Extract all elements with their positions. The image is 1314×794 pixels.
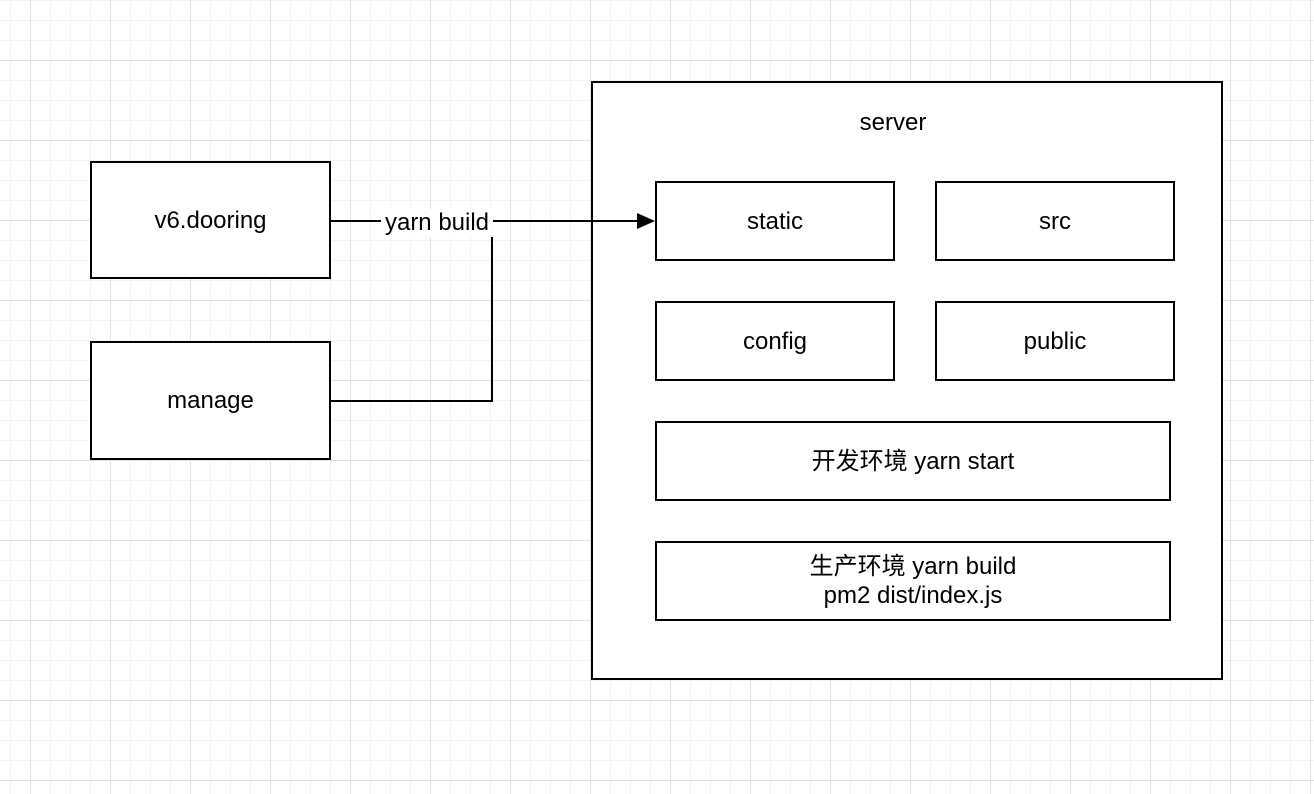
node-server-label: server xyxy=(859,109,927,136)
node-manage[interactable]: manage xyxy=(90,341,331,460)
node-static[interactable]: static xyxy=(655,181,895,261)
node-prod-env[interactable]: 生产环境 yarn build pm2 dist/index.js xyxy=(655,541,1171,621)
node-static-label: static xyxy=(746,207,803,235)
node-src-label: src xyxy=(1039,207,1071,235)
node-config[interactable]: config xyxy=(655,301,895,381)
node-manage-label: manage xyxy=(167,387,254,414)
node-v6-dooring-label: v6.dooring xyxy=(154,206,267,234)
node-prod-env-label-line1: 生产环境 yarn build xyxy=(809,553,1017,580)
node-dev-env[interactable]: 开发环境 yarn start xyxy=(655,421,1171,501)
connector-manage-to-static[interactable] xyxy=(331,221,493,402)
node-dev-env-label: 开发环境 yarn start xyxy=(811,447,1015,475)
node-config-label: config xyxy=(742,327,808,355)
node-public-label: public xyxy=(1023,327,1087,355)
node-public[interactable]: public xyxy=(935,301,1175,381)
node-v6-dooring[interactable]: v6.dooring xyxy=(90,161,331,279)
node-prod-env-label-line2: pm2 dist/index.js xyxy=(823,582,1003,609)
node-src[interactable]: src xyxy=(935,181,1175,261)
edge-label-yarn-build[interactable]: yarn build xyxy=(380,209,494,237)
